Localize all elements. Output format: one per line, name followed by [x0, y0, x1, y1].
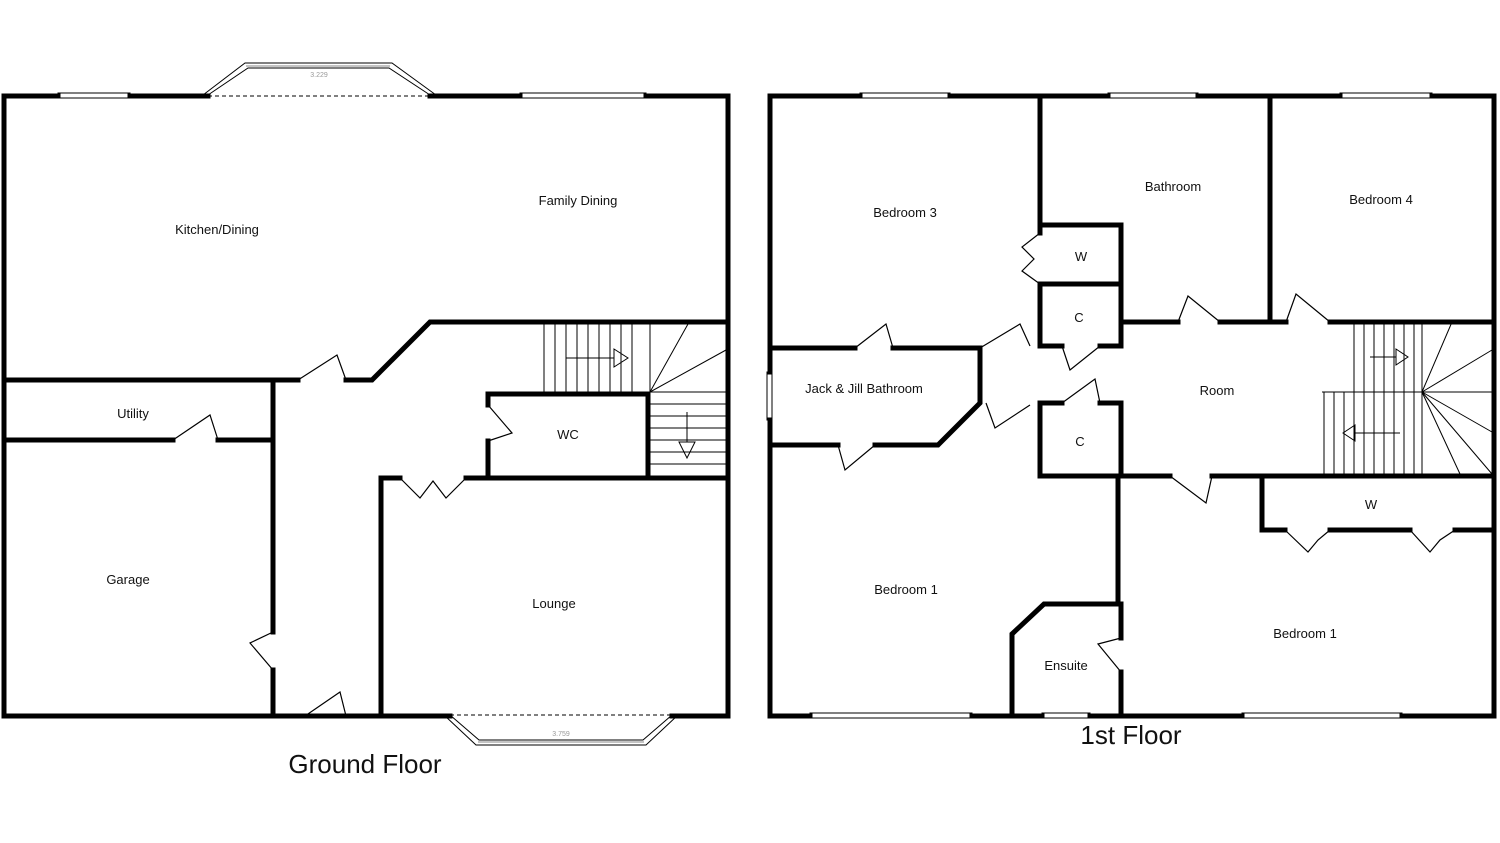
room-label-bedroom-1: Bedroom 1: [874, 582, 938, 597]
arrow-icon: [1395, 348, 1409, 366]
window: [766, 371, 773, 421]
arrow-icon: [678, 441, 696, 460]
window: [57, 92, 131, 99]
window: [1339, 92, 1433, 99]
room-label-bedroom-1: Bedroom 1: [1273, 626, 1337, 641]
floor-title-first: 1st Floor: [1080, 720, 1181, 750]
room-label-wc: WC: [557, 427, 579, 442]
bay-window-rear: 3.229: [202, 62, 437, 97]
room-label-w: W: [1365, 497, 1378, 512]
window: [1107, 92, 1199, 99]
first-floor: Bedroom 3 Bathroom Bedroom 4 W C Jack & …: [766, 92, 1497, 750]
doors: [837, 232, 1456, 673]
doors: [172, 354, 514, 717]
room-label-c: C: [1075, 434, 1084, 449]
first-floor-walls: [767, 93, 1497, 719]
window: [859, 92, 951, 99]
arrow-icon: [613, 348, 629, 368]
room-label-ensuite: Ensuite: [1044, 658, 1087, 673]
room-label-room: Room: [1200, 383, 1235, 398]
window: [809, 712, 973, 719]
staircase: [1322, 321, 1493, 475]
floor-title-ground: Ground Floor: [288, 749, 442, 779]
bay-window-front: 3.759: [443, 714, 679, 746]
bay-dimension: 3.759: [552, 731, 570, 738]
room-label-jack-jill-bathroom: Jack & Jill Bathroom: [805, 381, 923, 396]
room-label-w: W: [1075, 249, 1088, 264]
ground-floor: 3.229 3.759: [1, 62, 731, 779]
room-label-bedroom-4: Bedroom 4: [1349, 192, 1413, 207]
room-label-bedroom-3: Bedroom 3: [873, 205, 937, 220]
staircase: [543, 323, 727, 476]
room-label-garage: Garage: [106, 572, 149, 587]
room-label-lounge: Lounge: [532, 596, 575, 611]
room-label-family-dining: Family Dining: [539, 193, 618, 208]
room-label-bathroom: Bathroom: [1145, 179, 1201, 194]
arrow-icon: [1342, 424, 1356, 442]
bay-dimension: 3.229: [310, 72, 328, 79]
room-label-utility: Utility: [117, 406, 149, 421]
window: [519, 92, 647, 99]
ground-floor-walls: [1, 93, 731, 719]
room-label-kitchen-dining: Kitchen/Dining: [175, 222, 259, 237]
window: [1241, 712, 1403, 719]
room-label-c: C: [1074, 310, 1083, 325]
window: [1041, 712, 1091, 719]
